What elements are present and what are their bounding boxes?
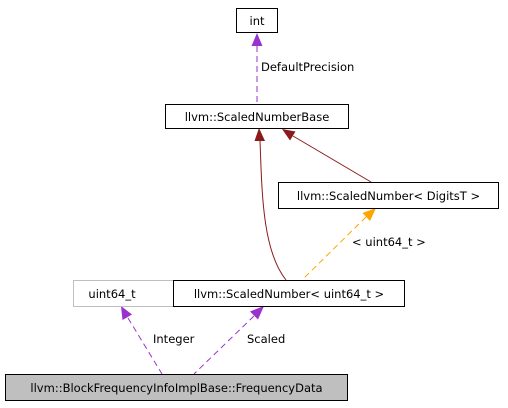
edge-default-precision-label: DefaultPrecision — [261, 60, 354, 74]
node-int-box — [236, 8, 278, 33]
edge-base-to-uint64-instance — [254, 128, 287, 281]
node-scaled-number-base-box — [165, 104, 349, 129]
node-scaled-number-uint64-label: llvm::ScaledNumber< uint64_t > — [194, 287, 384, 301]
edge-template-instance-line — [301, 216, 367, 281]
node-scaled-number-uint64[interactable]: llvm::ScaledNumber< uint64_t > — [173, 280, 405, 307]
edge-integer: Integer — [121, 306, 195, 375]
edge-integer-line — [127, 317, 163, 375]
node-scaled-number-uint64-box — [173, 280, 405, 307]
node-int[interactable]: int — [236, 8, 278, 33]
edge-base-to-uint64-instance-arrowhead — [254, 128, 265, 141]
edge-base-to-template-arrowhead — [282, 129, 296, 141]
edge-base-to-template — [282, 129, 372, 183]
edge-scaled-arrowhead — [250, 306, 264, 320]
edge-base-to-template-line — [292, 135, 372, 183]
node-scaled-number-template-label: llvm::ScaledNumber< DigitsT > — [297, 189, 480, 203]
edge-scaled-label: Scaled — [247, 332, 285, 346]
node-uint64-t-box — [73, 280, 176, 307]
edge-base-to-uint64-instance-line — [259, 140, 287, 281]
node-uint64-t-label: uint64_t — [88, 287, 136, 301]
node-scaled-number-template-box — [278, 182, 499, 209]
edge-template-instance-arrowhead — [362, 208, 376, 221]
edge-default-precision: DefaultPrecision — [251, 33, 354, 104]
node-frequency-data-label: llvm::BlockFrequencyInfoImplBase::Freque… — [30, 381, 322, 395]
edge-template-instance: < uint64_t > — [301, 208, 426, 281]
edge-integer-label: Integer — [153, 332, 195, 346]
edge-scaled: Scaled — [193, 306, 285, 375]
node-scaled-number-base[interactable]: llvm::ScaledNumberBase — [165, 104, 349, 129]
edge-default-precision-arrowhead — [251, 33, 263, 46]
node-scaled-number-base-label: llvm::ScaledNumberBase — [185, 110, 330, 124]
node-scaled-number-template[interactable]: llvm::ScaledNumber< DigitsT > — [278, 182, 499, 209]
node-frequency-data: llvm::BlockFrequencyInfoImplBase::Freque… — [5, 374, 348, 401]
node-int-label: int — [250, 14, 265, 28]
node-uint64-t[interactable]: uint64_t — [73, 280, 176, 307]
edge-scaled-line — [193, 315, 255, 375]
edge-template-instance-label: < uint64_t > — [352, 235, 426, 249]
node-frequency-data-box — [5, 374, 348, 401]
edge-integer-arrowhead — [121, 306, 132, 320]
